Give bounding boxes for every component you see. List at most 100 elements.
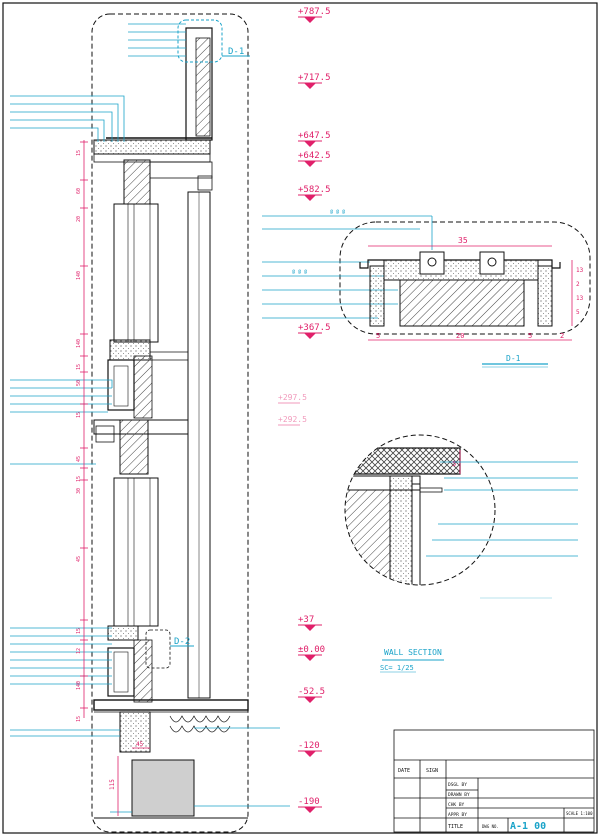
level-marker: +642.5 [298,151,331,167]
foundation-dimensions: 115 45 [109,741,150,816]
left-dim-label: 50 [76,380,82,386]
level-triangle [304,625,316,631]
tb-date-label: DATE [398,768,410,774]
tb-row-4: APPR BY [448,812,467,818]
level-triangle [304,655,316,661]
left-dim-label: 60 [76,188,82,194]
level-triangle [304,697,316,703]
d1-side-dim-3: 13 [576,295,584,302]
tb-dwg-label: DWG NO. [482,824,499,829]
round-detail-boundary [344,434,496,586]
wall-section-title: WALL SECTION [384,648,442,657]
d1-bottom-dim-3: 5 [528,332,532,340]
tb-sheet-no: A-1 00 [510,821,546,832]
level-marker: +37 [298,615,322,631]
level-triangle [304,807,316,813]
level-marker: -120 [298,741,322,757]
d1-bottom-dim-2: 20 [456,332,464,340]
left-dim-label: 15 [76,716,82,722]
d1-side-dim-1: 13 [576,267,584,274]
round-detail-dim: 5 [452,460,456,468]
roof-slab [93,139,211,155]
level-label: ±0.00 [298,645,325,655]
tb-scale-note: SCALE 1:100 [566,811,593,816]
left-dim-label: 140 [76,681,82,690]
foundation-footing [131,759,195,817]
faded-level-label: +297.5 [278,393,307,402]
d1-detail: @ @ @ @ @ @ 35 5 20 5 2 13 2 13 5 D-1 [262,209,591,368]
level-triangle [304,333,316,339]
left-dim-label: 140 [76,339,82,348]
left-dim-label: 15 [76,150,82,156]
round-detail: 5 [344,434,578,599]
level-marker: +717.5 [298,73,331,89]
tb-title-label: TITLE [448,824,463,830]
left-dim-label: 15 [76,412,82,418]
level-label: +717.5 [298,73,331,83]
left-dim-label: 20 [76,216,82,222]
foundation-height-dim: 115 [109,779,116,790]
level-label: -190 [298,797,320,807]
level-marker: +582.5 [298,185,331,201]
wall-section-elevation [91,13,249,833]
title-block [393,729,595,833]
d1-side-dim-4: 5 [576,309,580,316]
level-triangle [304,17,316,23]
d1-side-dim-2: 2 [576,281,580,288]
level-label: +642.5 [298,151,331,161]
faded-level-markers: +297.5 +292.5 [278,393,307,426]
d1-label: D-1 [506,354,521,363]
left-dim-label: 30 [76,488,82,494]
level-label: +367.5 [298,323,331,333]
lower-window [113,477,159,627]
wall-section-title-group: WALL SECTION SC= 1/25 [380,648,444,673]
level-label: +582.5 [298,185,331,195]
tb-row-2: DRAWN BY [448,792,470,798]
level-triangle [304,83,316,89]
d1-callout: D-1 [177,19,250,63]
left-dim-label: 15 [76,628,82,634]
d1-note-2: @ @ @ [292,269,307,275]
level-marker: ±0.00 [298,645,325,661]
left-dim-label: 45 [76,456,82,462]
foundation-wall [119,711,151,753]
left-dim-label: 45 [76,556,82,562]
d1-bottom-dim-1: 5 [376,332,380,340]
level-label: +647.5 [298,131,331,141]
wall-section-boundary [91,13,249,833]
title-block-text: DATE SIGN DSGL BY DRAWN BY CHK BY APPR B… [398,768,593,832]
left-dim-label: 12 [76,648,82,654]
d1-detail-boundary [339,221,591,335]
tb-row-3: CHK BY [448,802,465,808]
level-label: +787.5 [298,7,331,17]
level-marker: +367.5 [298,323,331,339]
level-marker: +787.5 [298,7,331,23]
left-dim-label: 15 [76,476,82,482]
d1-callout-tag: D-1 [228,47,244,57]
tb-sign-label: SIGN [426,768,438,774]
d2-callout-tag: D-2 [174,637,190,647]
faded-level-label: +292.5 [278,415,307,424]
foundation-width-dim: 45 [136,741,144,748]
d1-note-1: @ @ @ [330,209,345,215]
roof-beam [123,159,151,205]
tb-row-1: DSGL BY [448,782,467,788]
d1-top-dim: 35 [458,236,468,245]
d2-callout: D-2 [145,629,194,669]
left-leader-lines [10,23,290,813]
level-triangle [304,141,316,147]
wall-section-scale: SC= 1/25 [380,664,414,672]
ground-slab [93,699,249,711]
level-triangle [304,751,316,757]
level-marker: +647.5 [298,131,331,147]
level-triangle [304,195,316,201]
d1-bottom-dim-4: 2 [560,332,564,340]
level-label: -120 [298,741,320,751]
level-markers: +787.5 +717.5 +647.5 +642.5 +582.5 +367.5 +37 ±… [298,7,331,813]
level-marker: -190 [298,797,322,813]
level-label: -52.5 [298,687,325,697]
level-label: +37 [298,615,314,625]
